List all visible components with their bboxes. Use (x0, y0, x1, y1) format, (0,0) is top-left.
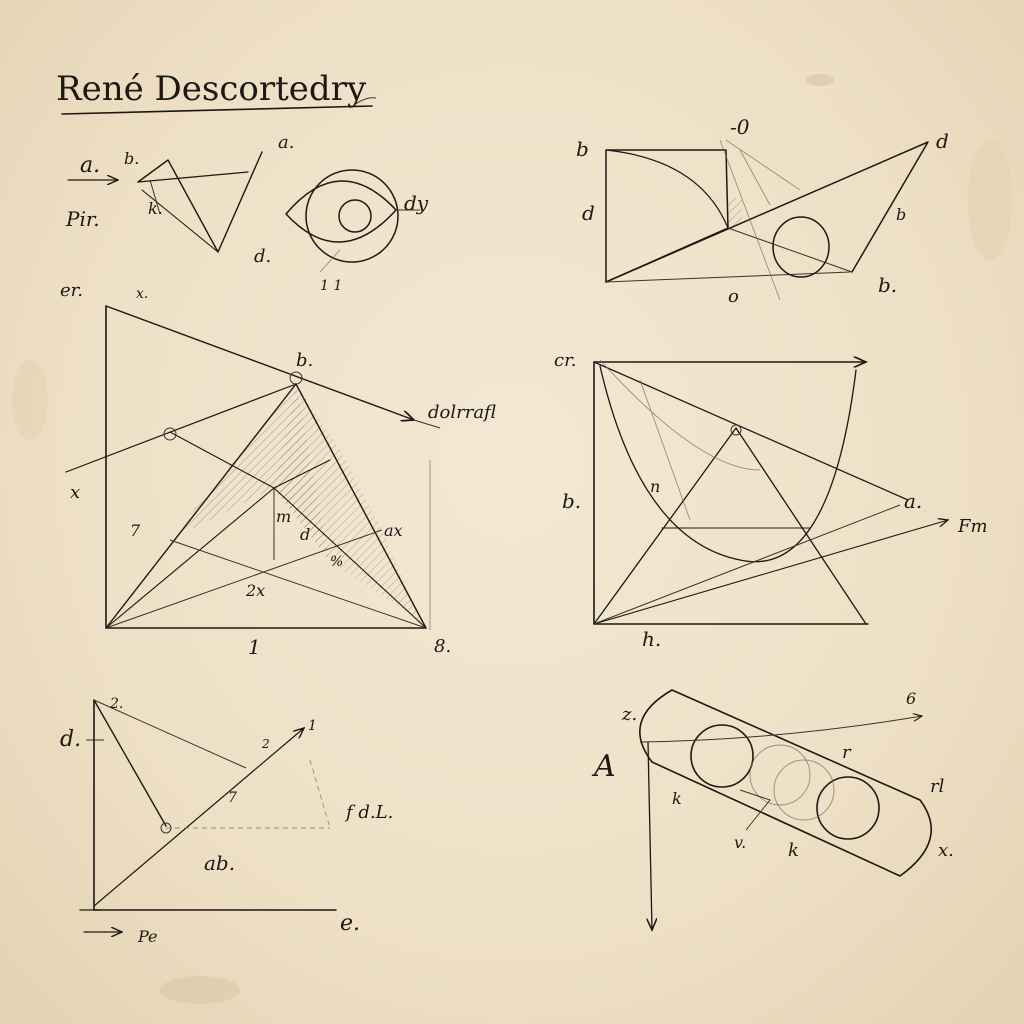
figure-5-curve: cr. b. n a. Fm h. (554, 350, 988, 651)
fig7-label-x: x. (938, 840, 954, 861)
fig4-label-8: 8. (434, 636, 451, 657)
fig3-label-0: -0 (730, 115, 750, 139)
fig4-label-1: 1 (248, 635, 261, 659)
fig1-label-pir: Pir. (65, 207, 100, 231)
title-underline (61, 105, 373, 115)
fig4-label-percent: % (330, 554, 343, 570)
fig4-label-7: 7 (130, 521, 141, 540)
page-title: René Descortedry (56, 69, 367, 109)
fig7-label-z: z. (621, 704, 637, 725)
fig5-label-a: a. (904, 489, 922, 513)
fig6-label-2: 2. (109, 696, 123, 712)
title-flourish (349, 97, 377, 109)
fig5-label-n: n (650, 477, 660, 496)
fig4-label-x: x. (136, 286, 148, 302)
figure-3-construction: b -0 d d b b. o (576, 115, 949, 307)
fig3-label-b-bottom: b. (878, 273, 897, 297)
fig1-label-d: d. (254, 246, 271, 267)
fig3-label-d-right: d (936, 129, 949, 153)
fig7-label-r: r (842, 742, 852, 763)
fig4-label-2x: 2x (245, 581, 265, 600)
fig7-label-k-left: k (672, 789, 682, 808)
figure-2-eye: dy 1 1 (285, 169, 429, 294)
figure-6-axes: 2. d. 1 2 7 f d.L. ab. Pe e. (60, 696, 393, 946)
fig6-label-e: e. (340, 911, 360, 936)
fig6-label-fdl: f d.L. (344, 802, 393, 823)
paper-stains (12, 74, 1012, 1004)
fig5-label-cr: cr. (554, 350, 576, 371)
fig4-label-dolrrafl: dolrrafl (428, 402, 496, 423)
fig6-label-7: 7 (228, 790, 237, 806)
fig1-label-b: b. (124, 149, 139, 168)
fig3-label-o: o (728, 286, 739, 307)
fig3-label-b-mid: b (896, 205, 906, 224)
fig4-label-b-apex: b. (296, 350, 313, 371)
fig4-label-m: m (276, 507, 291, 526)
fig1-label-k: k. (148, 199, 163, 218)
fig6-label-d: d. (60, 727, 81, 752)
fig5-label-fm: Fm (957, 516, 988, 537)
fig7-label-rl: rl (930, 776, 945, 797)
fig6-label-ab: ab. (204, 851, 235, 875)
fig3-label-d-left: d (582, 201, 595, 225)
fig7-label-k-right: k (788, 840, 799, 861)
fig7-label-6: 6 (906, 689, 916, 708)
fig4-label-x-left: x (70, 482, 80, 503)
figure-1-angles: a. b. a. Pir. k. d. (65, 132, 294, 267)
fig4-label-ax: ax (384, 521, 403, 540)
fig6-label-1: 1 (308, 718, 317, 734)
fig3-label-b-top: b (576, 137, 589, 161)
fig1-label-a-left: a. (80, 153, 100, 178)
fig4-label-d: d (300, 525, 310, 544)
fig6-label-pe: Pe (137, 927, 158, 946)
figure-4-triangle: er. x. b. dolrrafl x 7 m d ax 2x % 1 8. (60, 280, 496, 659)
fig5-label-b: b. (562, 489, 581, 513)
fig1-label-a-top: a. (278, 132, 294, 153)
fig4-label-er: er. (60, 280, 83, 301)
figure-7-capsule: z. 6 A r rl k v. k x. (591, 689, 954, 930)
fig5-label-h: h. (642, 627, 661, 651)
fig6-label-2-mid: 2 (261, 737, 270, 751)
fig7-label-v: v. (734, 833, 746, 852)
fig2-label-11: 1 1 (320, 278, 342, 294)
fig7-label-A: A (591, 749, 616, 784)
fig2-label-dy: dy (404, 191, 429, 215)
